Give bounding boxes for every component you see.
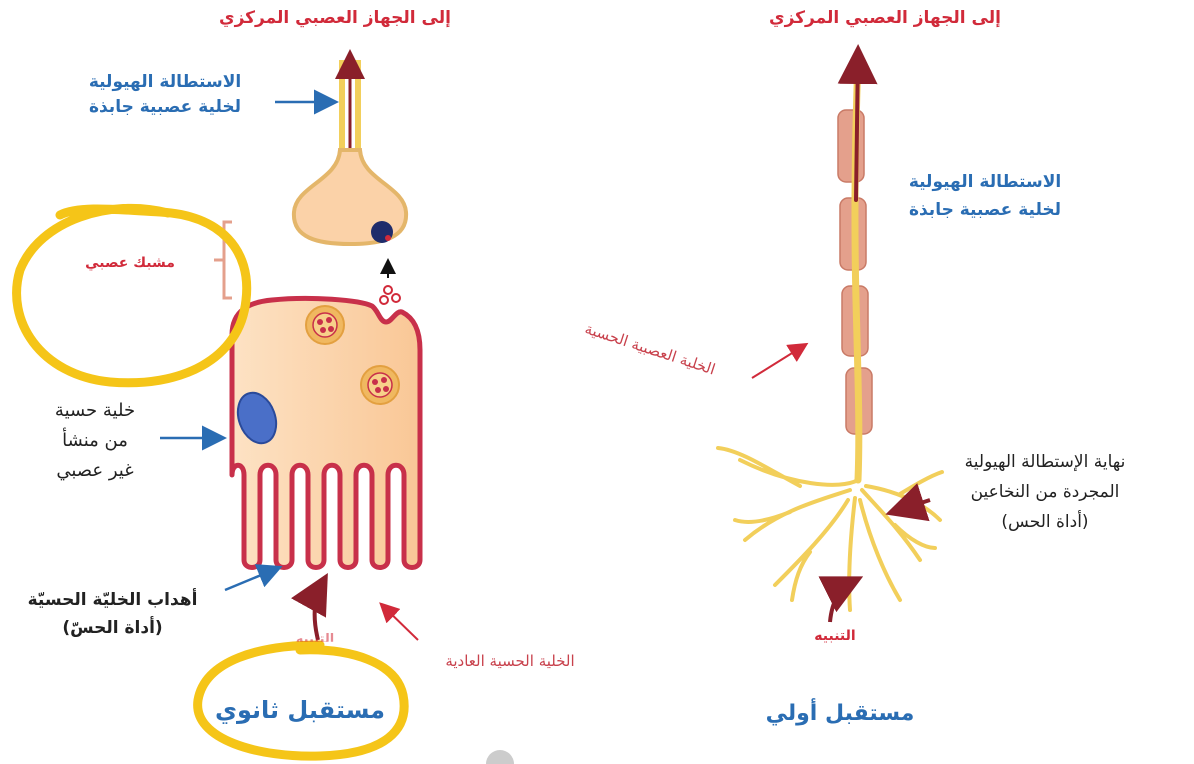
cilia-label-2: (أداة الحسّ)	[5, 618, 220, 639]
arrow-sensory-neuron	[752, 345, 805, 378]
left-to-cns-label: إلى الجهاز العصبي المركزي	[190, 8, 480, 29]
ordinary-cell-label: الخلية الحسية العادية	[410, 652, 610, 671]
sensory-neuron-axon	[855, 52, 859, 480]
faint-mark	[486, 750, 514, 764]
free-nerve-endings	[718, 448, 942, 610]
left-afferent-axon	[342, 55, 358, 150]
arrow-cilia	[225, 568, 278, 590]
cilia-label-1: أهداب الخليّة الحسيّة	[5, 590, 220, 611]
vesicle-cluster	[361, 366, 399, 404]
free-ending-label-1: نهاية الإستطالة الهيولية	[920, 452, 1170, 473]
sensory-cell-label-2: من منشأ	[30, 430, 160, 453]
right-to-cns-label: إلى الجهاز العصبي المركزي	[740, 8, 1030, 29]
free-ending-label-2: المجردة من النخاعين	[920, 482, 1170, 503]
sensory-cell-label-3: غير عصبي	[30, 460, 160, 483]
highlight-circle-synapse	[17, 208, 247, 382]
synaptic-vesicle-dot	[385, 235, 391, 241]
vesicle-cluster	[306, 306, 344, 344]
arrow-ordinary-cell	[382, 605, 418, 640]
right-stimulus-label: التنبيه	[790, 628, 880, 646]
left-axon-label-2: لخلية عصبية جابذة	[60, 97, 270, 118]
left-axon-label-1: الاستطالة الهيولية	[60, 72, 270, 93]
right-axon-label-2: لخلية عصبية جابذة	[880, 200, 1090, 221]
free-ending-label-3: (أداة الحس)	[920, 512, 1170, 533]
synapse-label: مشبك عصبي	[60, 255, 200, 273]
sensory-cell-label-1: خلية حسية	[30, 400, 160, 423]
secondary-receptor-title: مستقبل ثانوي	[205, 695, 395, 725]
arrow-stimulus-right	[830, 580, 856, 622]
primary-receptor-title: مستقبل أولي	[740, 700, 940, 728]
right-axon-label-1: الاستطالة الهيولية	[880, 172, 1090, 193]
arrow-stimulus-left	[315, 580, 324, 640]
